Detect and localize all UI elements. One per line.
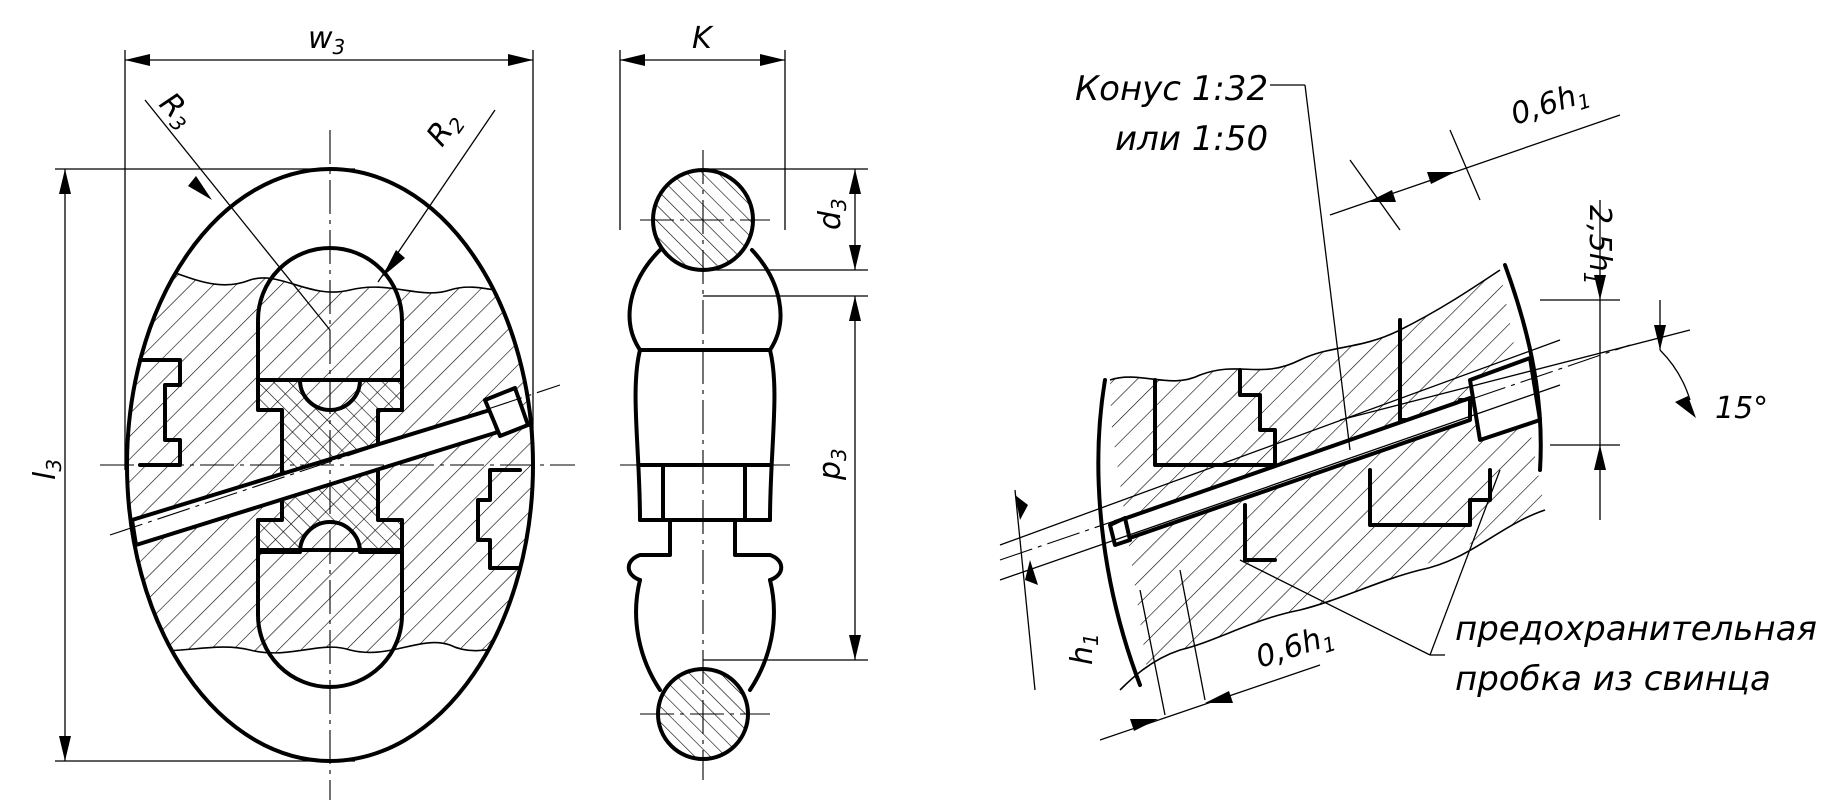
pin-detail-view [999,84,1691,691]
pin-head [483,386,530,438]
upper-slot [256,246,404,382]
link-side-view [620,150,790,780]
right-dimensions [1014,114,1696,741]
d3-label: d3 [813,198,851,230]
k-label: K [692,21,714,56]
right-step [476,468,522,570]
p3-label: p3 [813,448,851,481]
detail-hatch [1110,270,1545,690]
angle-15-label: 15° [1715,391,1768,426]
left-dimensions [55,50,534,762]
l3-label: l3 [28,459,66,480]
lower-slot [256,548,404,689]
dim-06h1-top: 0,6h1 [1507,75,1594,136]
left-step [138,358,182,467]
r2-label: R2 [420,105,470,154]
plug-note-line1: предохранительная [1455,609,1817,649]
cone-note-line2: или 1:50 [1115,119,1268,159]
lead-plug [1108,516,1132,547]
plug-note-line2: пробка из свинца [1455,659,1771,699]
link-front-view [100,99,575,800]
wavy-break-bottom [127,641,533,654]
cone-note-line1: Конус 1:32 [1075,69,1268,109]
r3-label: R3 [150,86,201,137]
middle-dimensions [619,50,868,661]
w3-label: w3 [308,21,345,59]
wavy-break-top [127,264,533,294]
h1-label: h1 [1065,633,1103,665]
dim-25h1: 2,5h1 [1579,205,1617,284]
notes: Конус 1:32 или 1:50 предохранительная пр… [1075,69,1817,699]
dim-06h1-bottom: 0,6h1 [1252,618,1339,679]
